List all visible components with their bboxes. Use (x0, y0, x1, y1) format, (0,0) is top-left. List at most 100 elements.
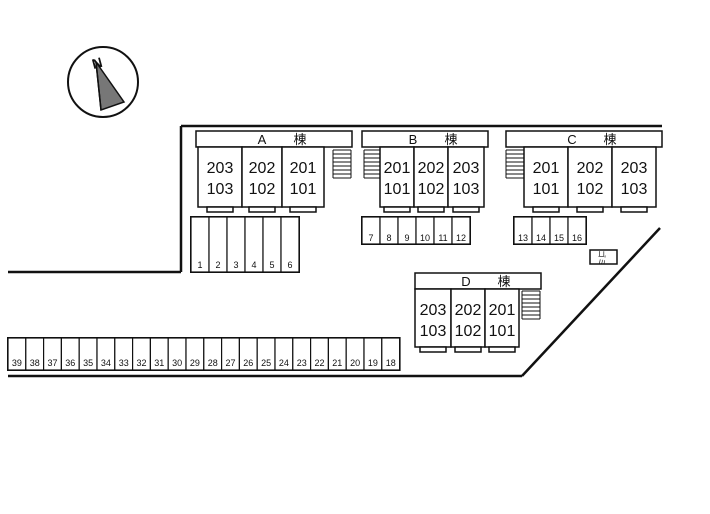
parking-space-number: 32 (136, 358, 146, 368)
parking-space-number: 38 (30, 358, 40, 368)
unit-entrance (419, 346, 447, 353)
building-suffix-label: 棟 (497, 274, 510, 289)
parking-space-number: 11 (438, 233, 447, 243)
parking-space-number: 8 (386, 233, 391, 243)
parking-space-number: 30 (172, 358, 182, 368)
unit-lower-number: 103 (420, 323, 447, 340)
building-header (414, 272, 542, 290)
unit-entrance (289, 206, 317, 213)
parking-space (451, 216, 471, 245)
parking-space-number: 39 (12, 358, 22, 368)
parking-space-number: 18 (386, 358, 396, 368)
compass-needle-line (95, 61, 102, 111)
unit-upper-number: 203 (621, 160, 648, 177)
unit-lower-number: 102 (577, 181, 604, 198)
stairs-icon (363, 149, 383, 179)
unit-lower-number: 101 (489, 323, 516, 340)
unit-upper-number: 203 (453, 160, 480, 177)
unit-upper-number: 201 (384, 160, 411, 177)
parking-space-number: 37 (47, 358, 57, 368)
unit-upper-number: 201 (489, 302, 516, 319)
unit-entrance (576, 206, 604, 213)
parking-space-number: 23 (297, 358, 307, 368)
unit-lower-number: 102 (455, 323, 482, 340)
parking-space-number: 36 (65, 358, 75, 368)
parking-space-number: 1 (197, 260, 202, 270)
parking-space-number: 4 (251, 260, 256, 270)
garbage-station-label: ゴミ (597, 250, 607, 266)
unit-entrance (206, 206, 234, 213)
parking-space-number: 10 (420, 233, 430, 243)
parking-space-number: 16 (572, 233, 582, 243)
parking-space-number: 35 (83, 358, 93, 368)
building-name-label: B (409, 132, 418, 147)
garbage-station: ゴミ (589, 249, 618, 266)
parking-space (280, 216, 300, 273)
parking-space-number: 9 (404, 233, 409, 243)
unit-box (281, 146, 325, 208)
unit-box (567, 146, 613, 208)
building-name-label: C (567, 132, 576, 147)
unit-box (523, 146, 569, 208)
stairs-icon (332, 149, 352, 179)
parking-space-number: 5 (269, 260, 274, 270)
unit-lower-number: 101 (533, 181, 560, 198)
parking-space-number: 22 (314, 358, 324, 368)
parking-space-number: 6 (287, 260, 292, 270)
unit-box (413, 146, 449, 208)
parking-space-number: 25 (261, 358, 271, 368)
parking-space-number: 26 (243, 358, 253, 368)
building-header (195, 130, 353, 148)
building-name-label: D (461, 274, 470, 289)
unit-entrance (417, 206, 445, 213)
building-header (505, 130, 663, 148)
building-suffix-label: 棟 (603, 132, 616, 147)
unit-upper-number: 203 (207, 160, 234, 177)
unit-entrance (248, 206, 276, 213)
unit-lower-number: 101 (290, 181, 317, 198)
parking-space-number: 13 (518, 233, 528, 243)
parking-space-number: 12 (456, 233, 466, 243)
unit-entrance (488, 346, 516, 353)
site-boundary (8, 124, 662, 378)
unit-lower-number: 101 (384, 181, 411, 198)
compass-north-label: N (90, 54, 104, 72)
unit-upper-number: 201 (290, 160, 317, 177)
stairs-icon (505, 149, 525, 179)
unit-box (241, 146, 283, 208)
parking-space-number: 3 (233, 260, 238, 270)
unit-lower-number: 103 (621, 181, 648, 198)
unit-upper-number: 203 (420, 302, 447, 319)
parking-space-number: 27 (225, 358, 235, 368)
unit-lower-number: 103 (207, 181, 234, 198)
stairs-icon (521, 290, 541, 320)
building-header (361, 130, 489, 148)
unit-upper-number: 202 (455, 302, 482, 319)
unit-upper-number: 202 (418, 160, 445, 177)
parking-space-number: 28 (208, 358, 218, 368)
parking-space-number: 24 (279, 358, 289, 368)
compass-circle (67, 46, 139, 118)
unit-box (447, 146, 485, 208)
parking-space-number: 20 (350, 358, 360, 368)
unit-box (379, 146, 415, 208)
compass: N (67, 46, 139, 118)
unit-upper-number: 202 (249, 160, 276, 177)
